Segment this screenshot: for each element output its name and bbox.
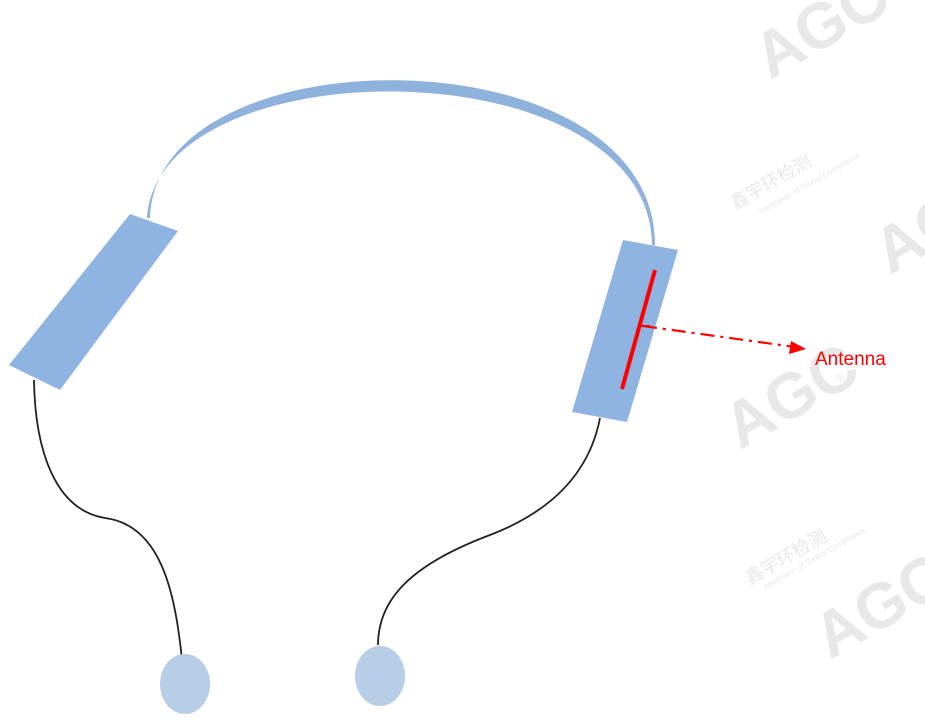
right-earbud [355, 646, 405, 706]
watermark-registered: ® [835, 371, 844, 385]
watermark-logo: AGC [741, 0, 900, 92]
right-cable [378, 418, 600, 645]
watermark-logo: AGC [861, 154, 925, 287]
antenna-label: Antenna [815, 349, 886, 370]
headband [147, 80, 655, 245]
left-earbud [160, 654, 210, 714]
left-earcup [9, 214, 178, 390]
left-cable [34, 380, 182, 660]
right-earcup [572, 240, 678, 422]
antenna-pointer-line [643, 326, 795, 347]
watermark: AGC 鑫宇环检测 Attestation of Global Complian… [711, 0, 925, 672]
